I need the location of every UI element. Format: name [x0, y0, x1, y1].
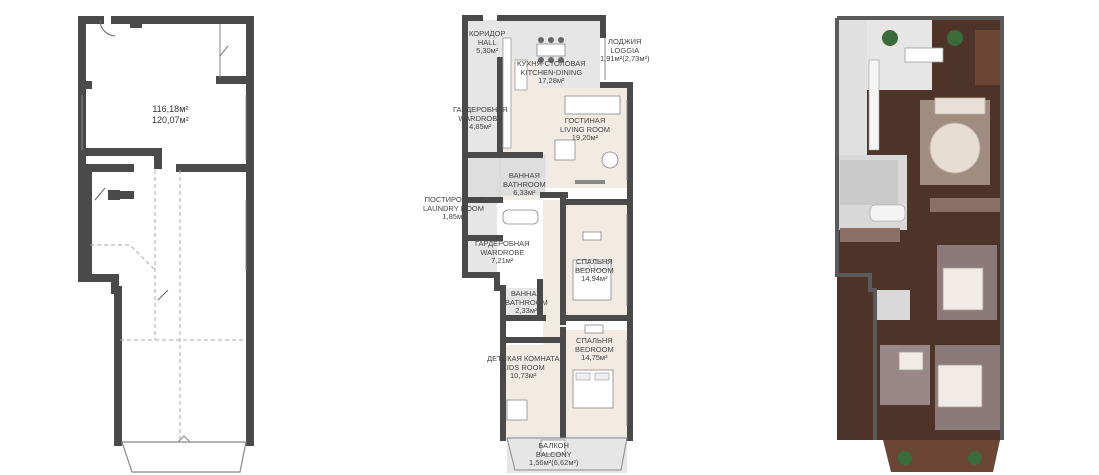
room-name-ru: КОРИДОР — [469, 29, 506, 38]
area-line: 116,18м² — [152, 104, 189, 114]
room-area: 1,91м²(2,73м²) — [600, 54, 650, 63]
room-area: 1,85м² — [442, 212, 465, 221]
room-name-en: HALL — [477, 37, 497, 47]
room-name-en: BEDROOM — [575, 344, 614, 354]
room-name-ru: СПАЛЬНЯ — [576, 257, 613, 266]
room-name-en: KITCHEN-DINING — [520, 67, 583, 77]
area-line: 120,07м² — [152, 115, 189, 125]
room-area: 7,21м² — [491, 256, 514, 265]
room-name-ru: ВАННАЯ — [508, 171, 540, 180]
room-name-en: WARDROBE — [458, 113, 503, 123]
empty-floor-plan: 116,18м² 120,07м² — [60, 0, 280, 475]
room-area: 10,73м² — [510, 371, 537, 380]
room-laundry: ПОСТИРОЧНАЯ LAUNDRY ROOM 1,85м² — [423, 195, 484, 222]
room-name-en: LIVING ROOM — [560, 124, 611, 134]
room-name-ru: СПАЛЬНЯ — [576, 336, 613, 345]
kitchen-island — [514, 59, 528, 91]
room-hall: КОРИДОР HALL 5,30м² — [469, 29, 506, 56]
rendered-plan-drawing — [835, 16, 1004, 472]
room-kids: ДЕТСКАЯ КОМНАТА KIDS ROOM 10,73м² — [487, 354, 560, 381]
room-loggia: ЛОДЖИЯ LOGGIA 1,91м²(2,73м²) — [600, 37, 650, 64]
room-bedroom-2: СПАЛЬНЯ BEDROOM 14,75м² — [575, 336, 614, 363]
kitchen-counter — [502, 37, 512, 149]
room-name-en: BALCONY — [535, 449, 572, 459]
column-block — [108, 190, 120, 200]
room-area: 1,56м²(6,62м²) — [529, 458, 579, 467]
room-name-ru: ГАРДЕРОБНАЯ — [475, 239, 530, 248]
room-balcony: БАЛКОН BALCONY 1,56м²(6,62м²) — [529, 441, 579, 468]
room-name-en: KIDS ROOM — [501, 362, 545, 372]
room-name-en: BEDROOM — [575, 265, 614, 275]
room-name-ru: ЛОДЖИЯ — [608, 37, 642, 46]
room-name-ru: КУХНЯ-СТОЛОВАЯ — [517, 59, 586, 68]
room-area: 2,33м² — [515, 306, 538, 315]
living-sofa — [554, 95, 621, 184]
room-area: 17,28м² — [538, 76, 565, 85]
room-area: 14,94м² — [581, 274, 608, 283]
column-block — [130, 20, 142, 28]
room-area: 4,85м² — [469, 122, 492, 131]
room-name-ru: БАЛКОН — [538, 441, 569, 450]
room-kitchen: КУХНЯ-СТОЛОВАЯ KITCHEN-DINING 17,28м² — [517, 59, 586, 86]
room-name-en: BATHROOM — [505, 297, 548, 307]
total-area-label: 116,18м² 120,07м² — [152, 104, 189, 126]
room-wardrobe-1: ГАРДЕРОБНАЯ WARDROBE 4,85м² — [453, 105, 508, 132]
room-name-ru: ПОСТИРОЧНАЯ — [424, 195, 483, 204]
room-area: 14,75м² — [581, 353, 608, 362]
room-name-en: LOGGIA — [610, 45, 640, 55]
room-name-en: WARDROBE — [480, 247, 525, 257]
labeled-plan-drawing — [462, 15, 633, 473]
room-name-ru: ДЕТСКАЯ КОМНАТА — [487, 354, 560, 363]
rendered-floor-plan — [825, 0, 1020, 475]
room-area: 5,30м² — [476, 46, 499, 55]
kids-desk — [506, 399, 528, 421]
room-name-ru: ВАННАЯ — [510, 289, 542, 298]
room-bathroom-2: ВАННАЯ BATHROOM 2,33м² — [505, 289, 548, 316]
room-bathroom-1: ВАННАЯ BATHROOM 6,33м² — [503, 171, 546, 198]
room-name-ru: ГАРДЕРОБНАЯ — [453, 105, 508, 114]
dining-table — [536, 37, 566, 63]
room-bedroom-1: СПАЛЬНЯ BEDROOM 14,94м² — [575, 257, 614, 284]
room-name-en: LAUNDRY ROOM — [423, 203, 484, 213]
room-area: 19,20м² — [571, 133, 599, 142]
empty-plan-drawing — [78, 16, 254, 473]
room-name-ru: ГОСТИНАЯ — [564, 116, 606, 125]
room-wardrobe-2: ГАРДЕРОБНАЯ WARDROBE 7,21м² — [475, 239, 530, 266]
bed-2 — [572, 324, 614, 409]
labeled-floor-plan: КОРИДОР HALL 5,30м² КУХНЯ-СТОЛОВАЯ KITCH… — [423, 0, 670, 475]
bed-1 — [572, 231, 612, 301]
room-living: ГОСТИНАЯ LIVING ROOM 19,20м² — [560, 116, 611, 143]
room-area: 6,33м² — [513, 188, 536, 197]
bathtub — [502, 209, 539, 225]
room-name-en: BATHROOM — [503, 179, 546, 189]
